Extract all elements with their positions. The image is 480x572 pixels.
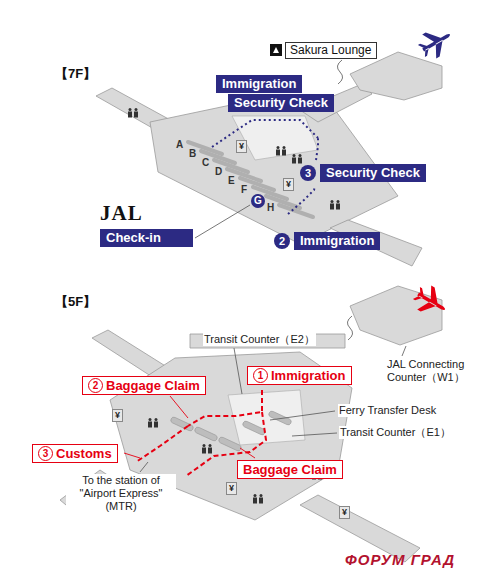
step-box: 2Baggage Claim	[82, 376, 206, 395]
counter-letter: B	[189, 148, 196, 159]
arrival-plane	[409, 281, 452, 322]
callout-number: 3	[300, 165, 316, 181]
counter-letter: E	[228, 175, 235, 186]
counter-letter: D	[215, 166, 222, 177]
floor-label: 【5F】	[55, 293, 96, 311]
area-box: Baggage Claim	[237, 460, 343, 479]
restroom-icon	[330, 200, 340, 210]
place-label: Transit Counter（E1）	[339, 426, 452, 439]
security-area	[232, 116, 318, 160]
node-text: Immigration	[216, 75, 302, 93]
place-label: To the station of "Airport Express" (MTR…	[66, 474, 176, 513]
checkpoint-box: Security Check	[228, 94, 334, 112]
lounge-icon	[270, 44, 282, 56]
restroom-icon	[253, 494, 263, 504]
leader-line	[170, 396, 188, 418]
leader-line	[240, 448, 255, 458]
place-label: Transit Counter（E2）	[203, 333, 316, 346]
pier-outline	[337, 60, 342, 84]
node-text: Security Check	[228, 94, 334, 112]
counter-letter: G	[251, 194, 265, 208]
leader-line	[234, 348, 242, 394]
exchange-icon: ¥	[112, 409, 123, 422]
baggage-carousel	[268, 410, 292, 426]
counter-letter: C	[202, 157, 209, 168]
counter-letter: F	[241, 184, 247, 195]
check-in-islands	[188, 142, 313, 217]
baggage-carousel	[194, 426, 218, 442]
callout-number: 2	[274, 233, 290, 249]
check-in-box: Check-in	[100, 229, 193, 247]
route-line	[136, 426, 188, 462]
exchange-icon: ¥	[226, 482, 237, 495]
exchange-icon: ¥	[236, 140, 247, 153]
exchange-icon: ¥	[283, 178, 294, 191]
route-line	[316, 138, 318, 160]
node-text: Immigration	[294, 232, 380, 250]
route-line	[188, 390, 262, 426]
transfer-pier	[350, 286, 442, 345]
node-text: Baggage Claim	[243, 462, 337, 477]
node-text: Customs	[56, 446, 112, 461]
leader-line	[292, 433, 337, 436]
counter-letter: H	[267, 202, 274, 213]
airline-logo: JAL	[100, 201, 143, 226]
exchange-icon: ¥	[339, 506, 350, 519]
step-box: 3Customs	[32, 444, 118, 463]
restroom-icon	[148, 418, 158, 428]
leader-line	[195, 205, 250, 238]
node-text: Baggage Claim	[106, 378, 200, 393]
leader-line	[270, 411, 335, 420]
node-text: Check-in	[100, 229, 193, 247]
pier-outline	[347, 316, 352, 340]
leader-line	[402, 346, 406, 356]
leader-line	[140, 462, 148, 472]
place-label: JAL Connecting Counter（W1）	[386, 358, 476, 384]
corridor	[190, 334, 345, 348]
route-line	[212, 120, 318, 147]
callout-number: 3	[38, 446, 53, 461]
counter-letter: A	[176, 139, 183, 150]
node-text: Security Check	[320, 164, 426, 182]
departure-plane	[414, 22, 457, 63]
step-box: 2Immigration	[274, 232, 381, 250]
callout-number: 2	[88, 378, 103, 393]
restroom-icon	[276, 146, 286, 156]
baggage-carousel	[170, 416, 194, 432]
restroom-icons	[128, 108, 340, 504]
lounge-box: Sakura Lounge	[285, 42, 377, 59]
restroom-icon	[128, 108, 138, 118]
lounge-icon-mark	[273, 47, 279, 53]
baggage-carousels	[170, 410, 292, 452]
step-box: 3Security Check	[300, 164, 426, 182]
leader-line	[124, 453, 140, 458]
restroom-icon	[202, 444, 212, 454]
watermark: ФОРУМ ГРАД	[345, 551, 455, 568]
baggage-carousel	[218, 436, 242, 452]
node-text: Immigration	[271, 368, 345, 383]
place-label: Ferry Transfer Desk	[338, 404, 437, 417]
step-box: 1Immigration	[247, 366, 352, 385]
node-text: Sakura Lounge	[290, 43, 371, 58]
checkpoint-box: Immigration	[216, 75, 303, 93]
restroom-icon	[292, 154, 302, 164]
floor-label: 【7F】	[55, 65, 96, 83]
callout-number: 1	[253, 368, 268, 383]
lounge-pier	[350, 52, 442, 100]
